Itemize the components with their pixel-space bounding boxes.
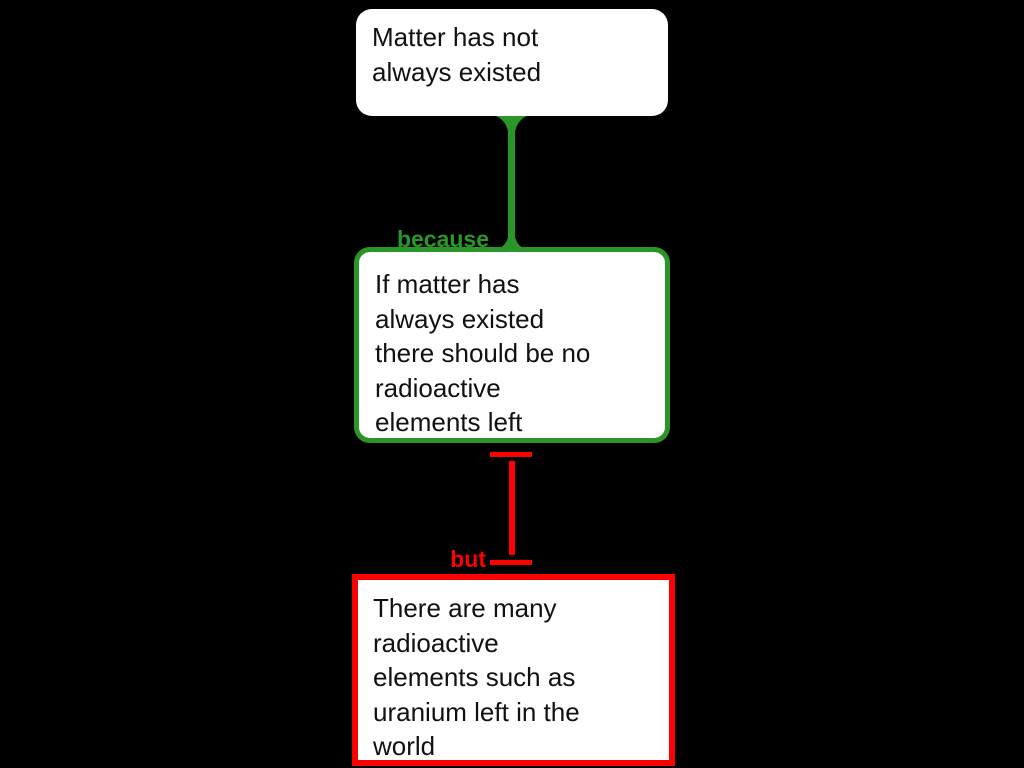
reason-node: If matter has always existed there shoul… [354, 247, 670, 443]
claim-node: Matter has not always existed [356, 9, 668, 116]
objection-node: There are many radioactive elements such… [352, 574, 675, 766]
reason-node-text: If matter has always existed there shoul… [375, 269, 591, 437]
claim-node-text: Matter has not always existed [372, 22, 542, 87]
objection-node-text: There are many radioactive elements such… [373, 593, 580, 761]
objection-connector-top-bar [490, 452, 532, 457]
objection-connector-bottom-bar [490, 560, 532, 565]
but-connector-label: but [450, 546, 486, 572]
because-connector-label: because [396, 226, 489, 252]
support-connector-line [490, 114, 532, 252]
objection-connector-line [509, 461, 515, 555]
